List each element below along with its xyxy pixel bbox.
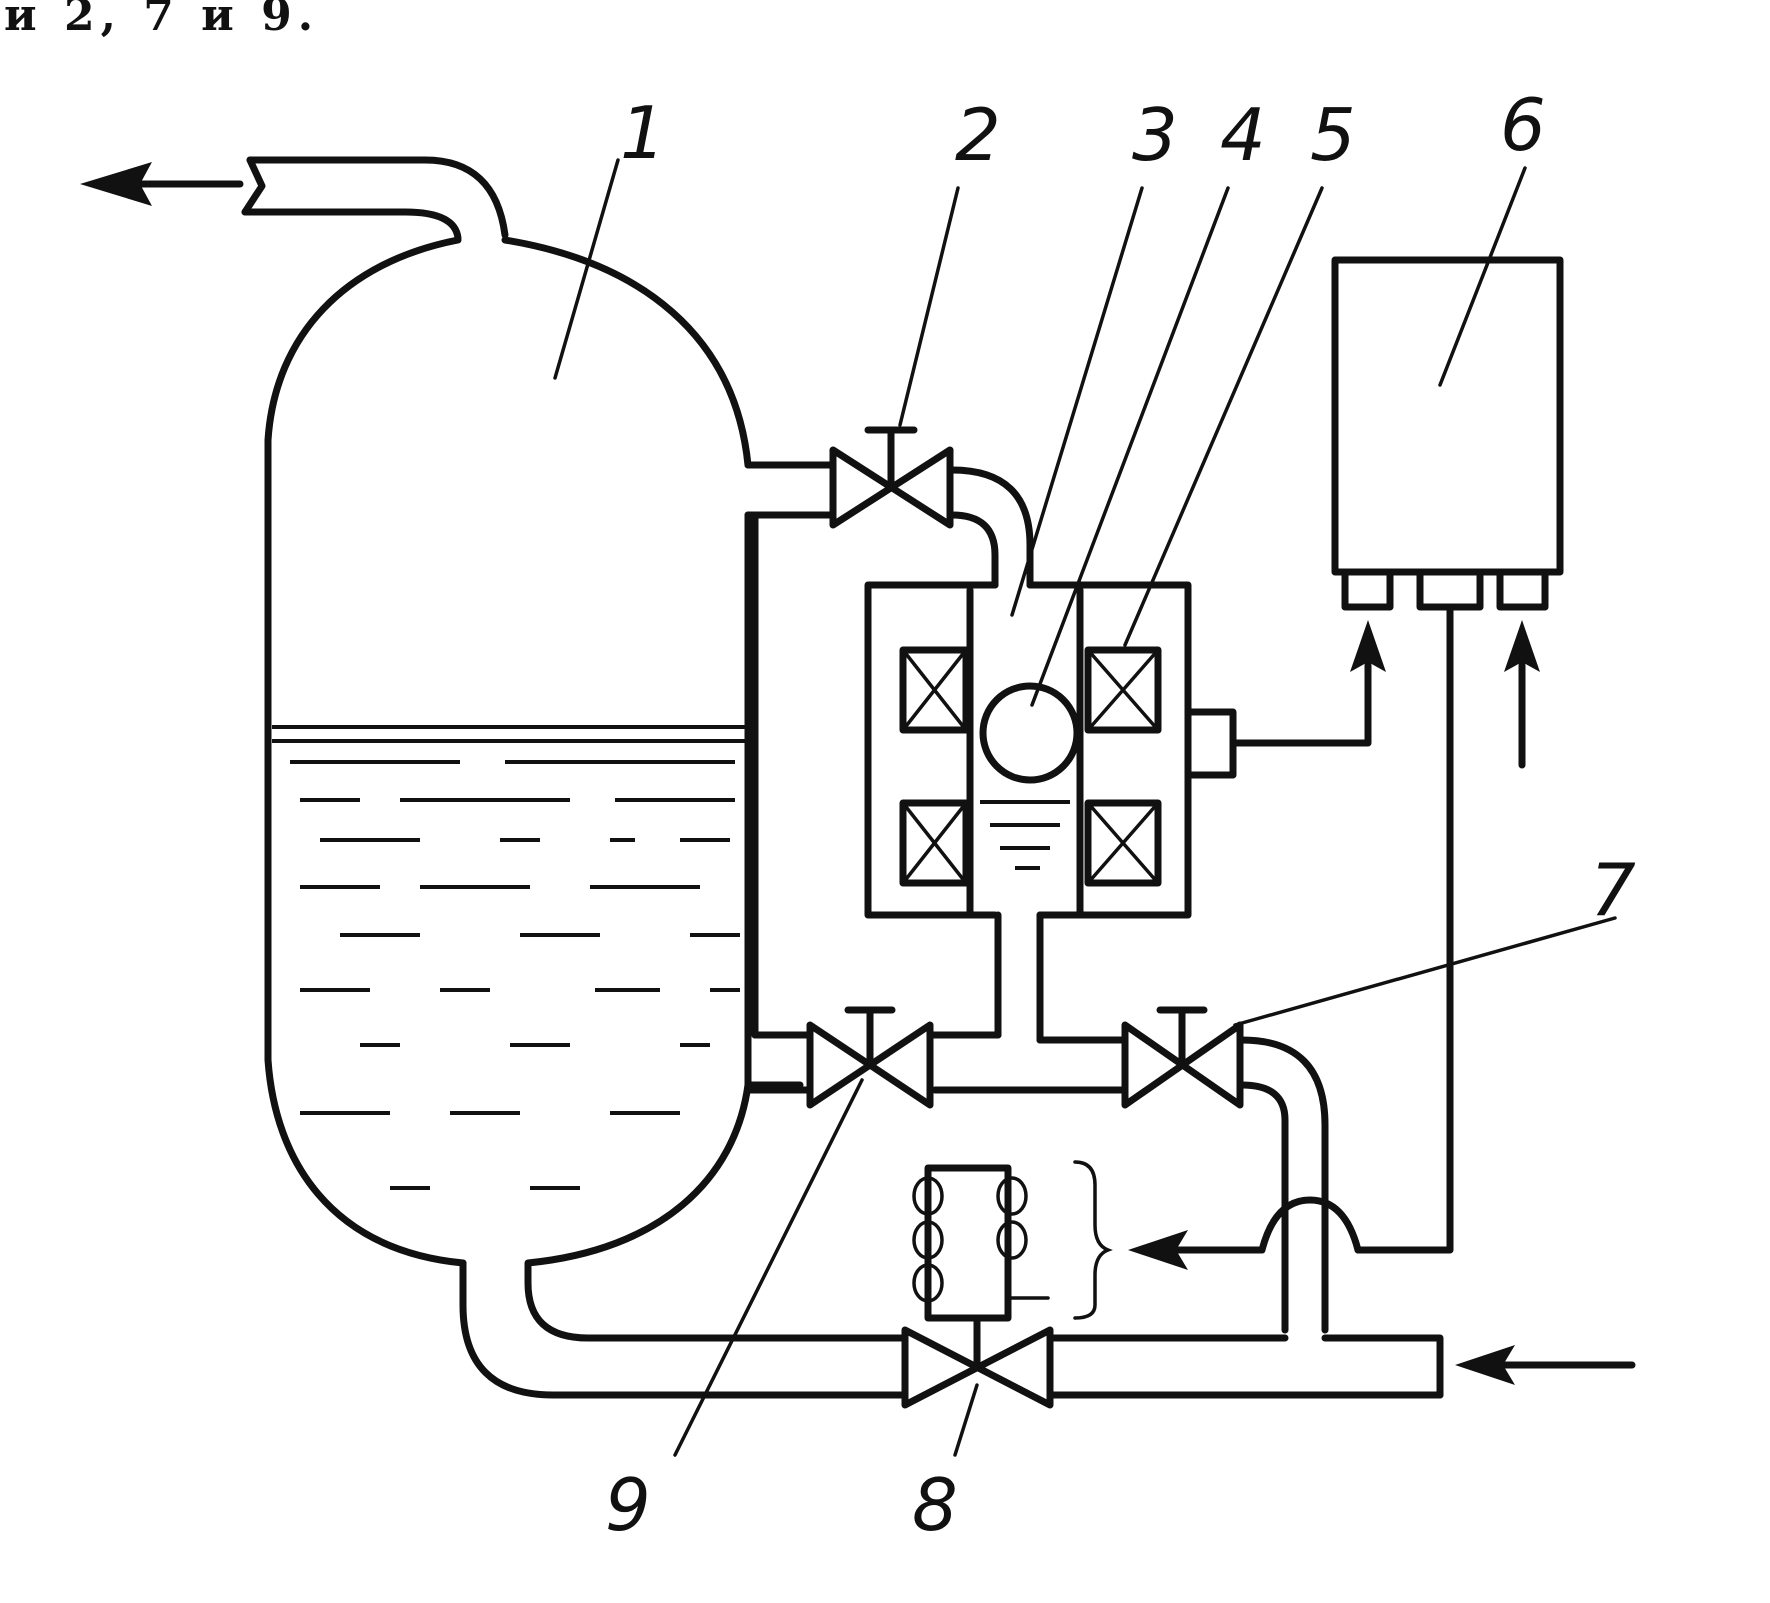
vessel-liquid	[272, 725, 745, 1190]
control-block-6	[1331, 256, 1564, 611]
vessel-shell	[264, 236, 909, 1342]
label-7: 7	[1590, 848, 1636, 932]
coil-lower-right	[1084, 799, 1162, 887]
outlet-arrow-icon	[80, 162, 244, 206]
leader-lines	[553, 158, 1617, 1457]
coil-upper-right	[1084, 646, 1162, 734]
label-4: 4	[1220, 93, 1266, 177]
upper-line	[744, 461, 1034, 1039]
vessel-bottom-pipe	[459, 1259, 909, 1399]
inlet-arrow-icon	[1455, 1345, 1636, 1385]
float-ball	[979, 682, 1081, 784]
heater-control-line	[1354, 603, 1454, 1254]
valve-9[interactable]	[806, 1006, 934, 1109]
heater-coil	[912, 1160, 1113, 1322]
valve-8[interactable]	[901, 1314, 1054, 1409]
sensor-liquid	[980, 800, 1070, 870]
valve-7[interactable]	[1121, 1006, 1244, 1109]
label-2: 2	[955, 93, 1001, 177]
label-9: 9	[605, 1463, 651, 1547]
header-fragment: и 2, 7 и 9.	[4, 0, 319, 41]
valve-2[interactable]	[829, 426, 954, 529]
bottom-pipe	[1046, 1334, 1444, 1399]
label-8: 8	[912, 1463, 958, 1547]
label-1: 1	[620, 91, 666, 175]
label-6: 6	[1500, 83, 1546, 167]
coil-upper-left	[899, 646, 970, 734]
lower-line	[744, 911, 1329, 1334]
heater-arrow-icon	[1128, 1196, 1362, 1270]
label-5: 5	[1310, 93, 1356, 177]
coil-lower-left	[899, 799, 970, 887]
input-arrow-icon	[1504, 620, 1540, 769]
signal-line	[1229, 620, 1386, 747]
outlet-pipe	[241, 156, 509, 242]
label-3: 3	[1132, 93, 1178, 177]
sensor-housing	[864, 581, 1237, 919]
